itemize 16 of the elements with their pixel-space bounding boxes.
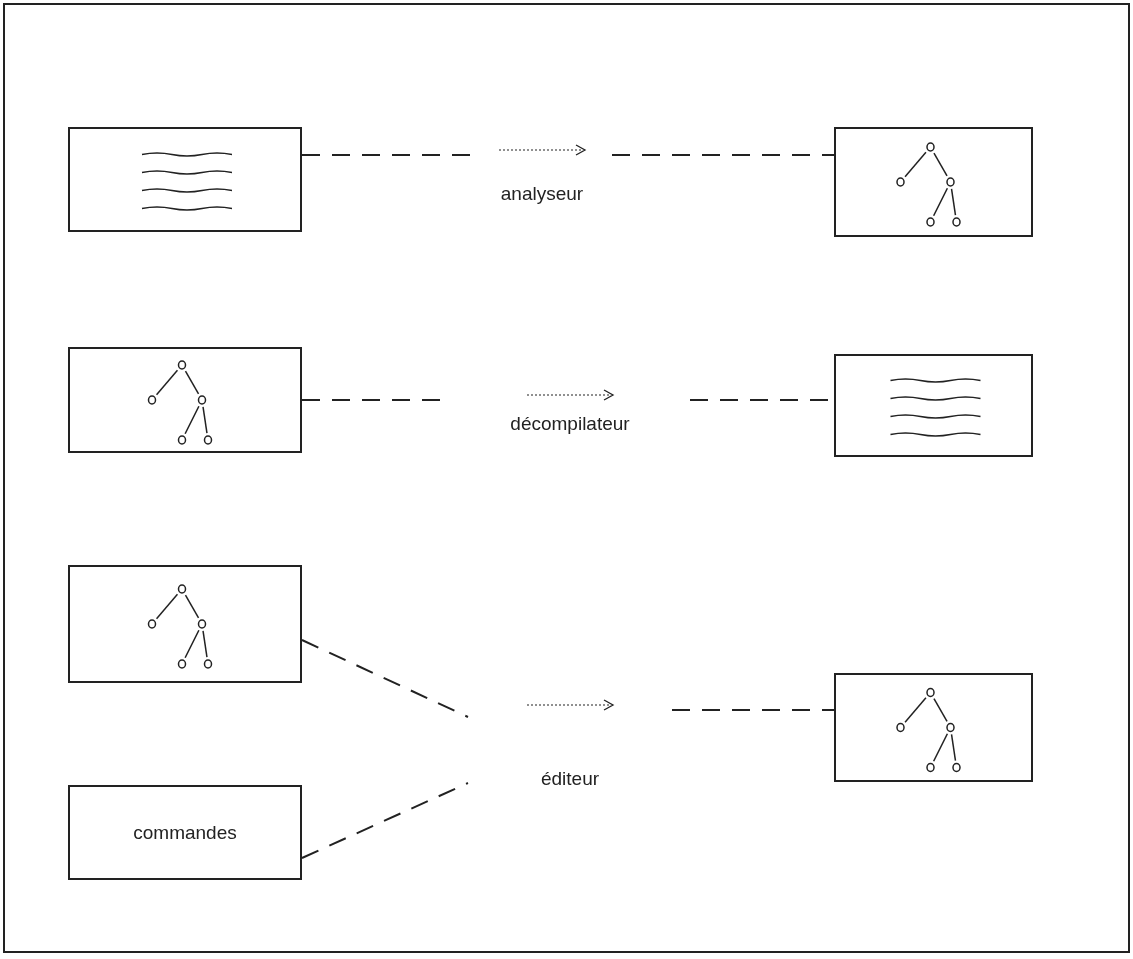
box	[68, 785, 302, 880]
box	[68, 565, 302, 683]
box	[834, 673, 1033, 782]
dashed-connector	[301, 154, 473, 156]
dashed-connector	[301, 639, 469, 718]
dashed-connector	[671, 709, 835, 711]
box	[68, 127, 302, 232]
label-text: commandes	[132, 821, 238, 844]
label-text: analyseur	[499, 183, 585, 205]
box	[834, 127, 1033, 237]
box	[834, 354, 1033, 457]
label-text: décompilateur	[509, 413, 631, 435]
dashed-connector	[301, 782, 469, 859]
label-text: éditeur	[539, 768, 601, 790]
dashed-connector	[611, 154, 835, 156]
box	[68, 347, 302, 453]
